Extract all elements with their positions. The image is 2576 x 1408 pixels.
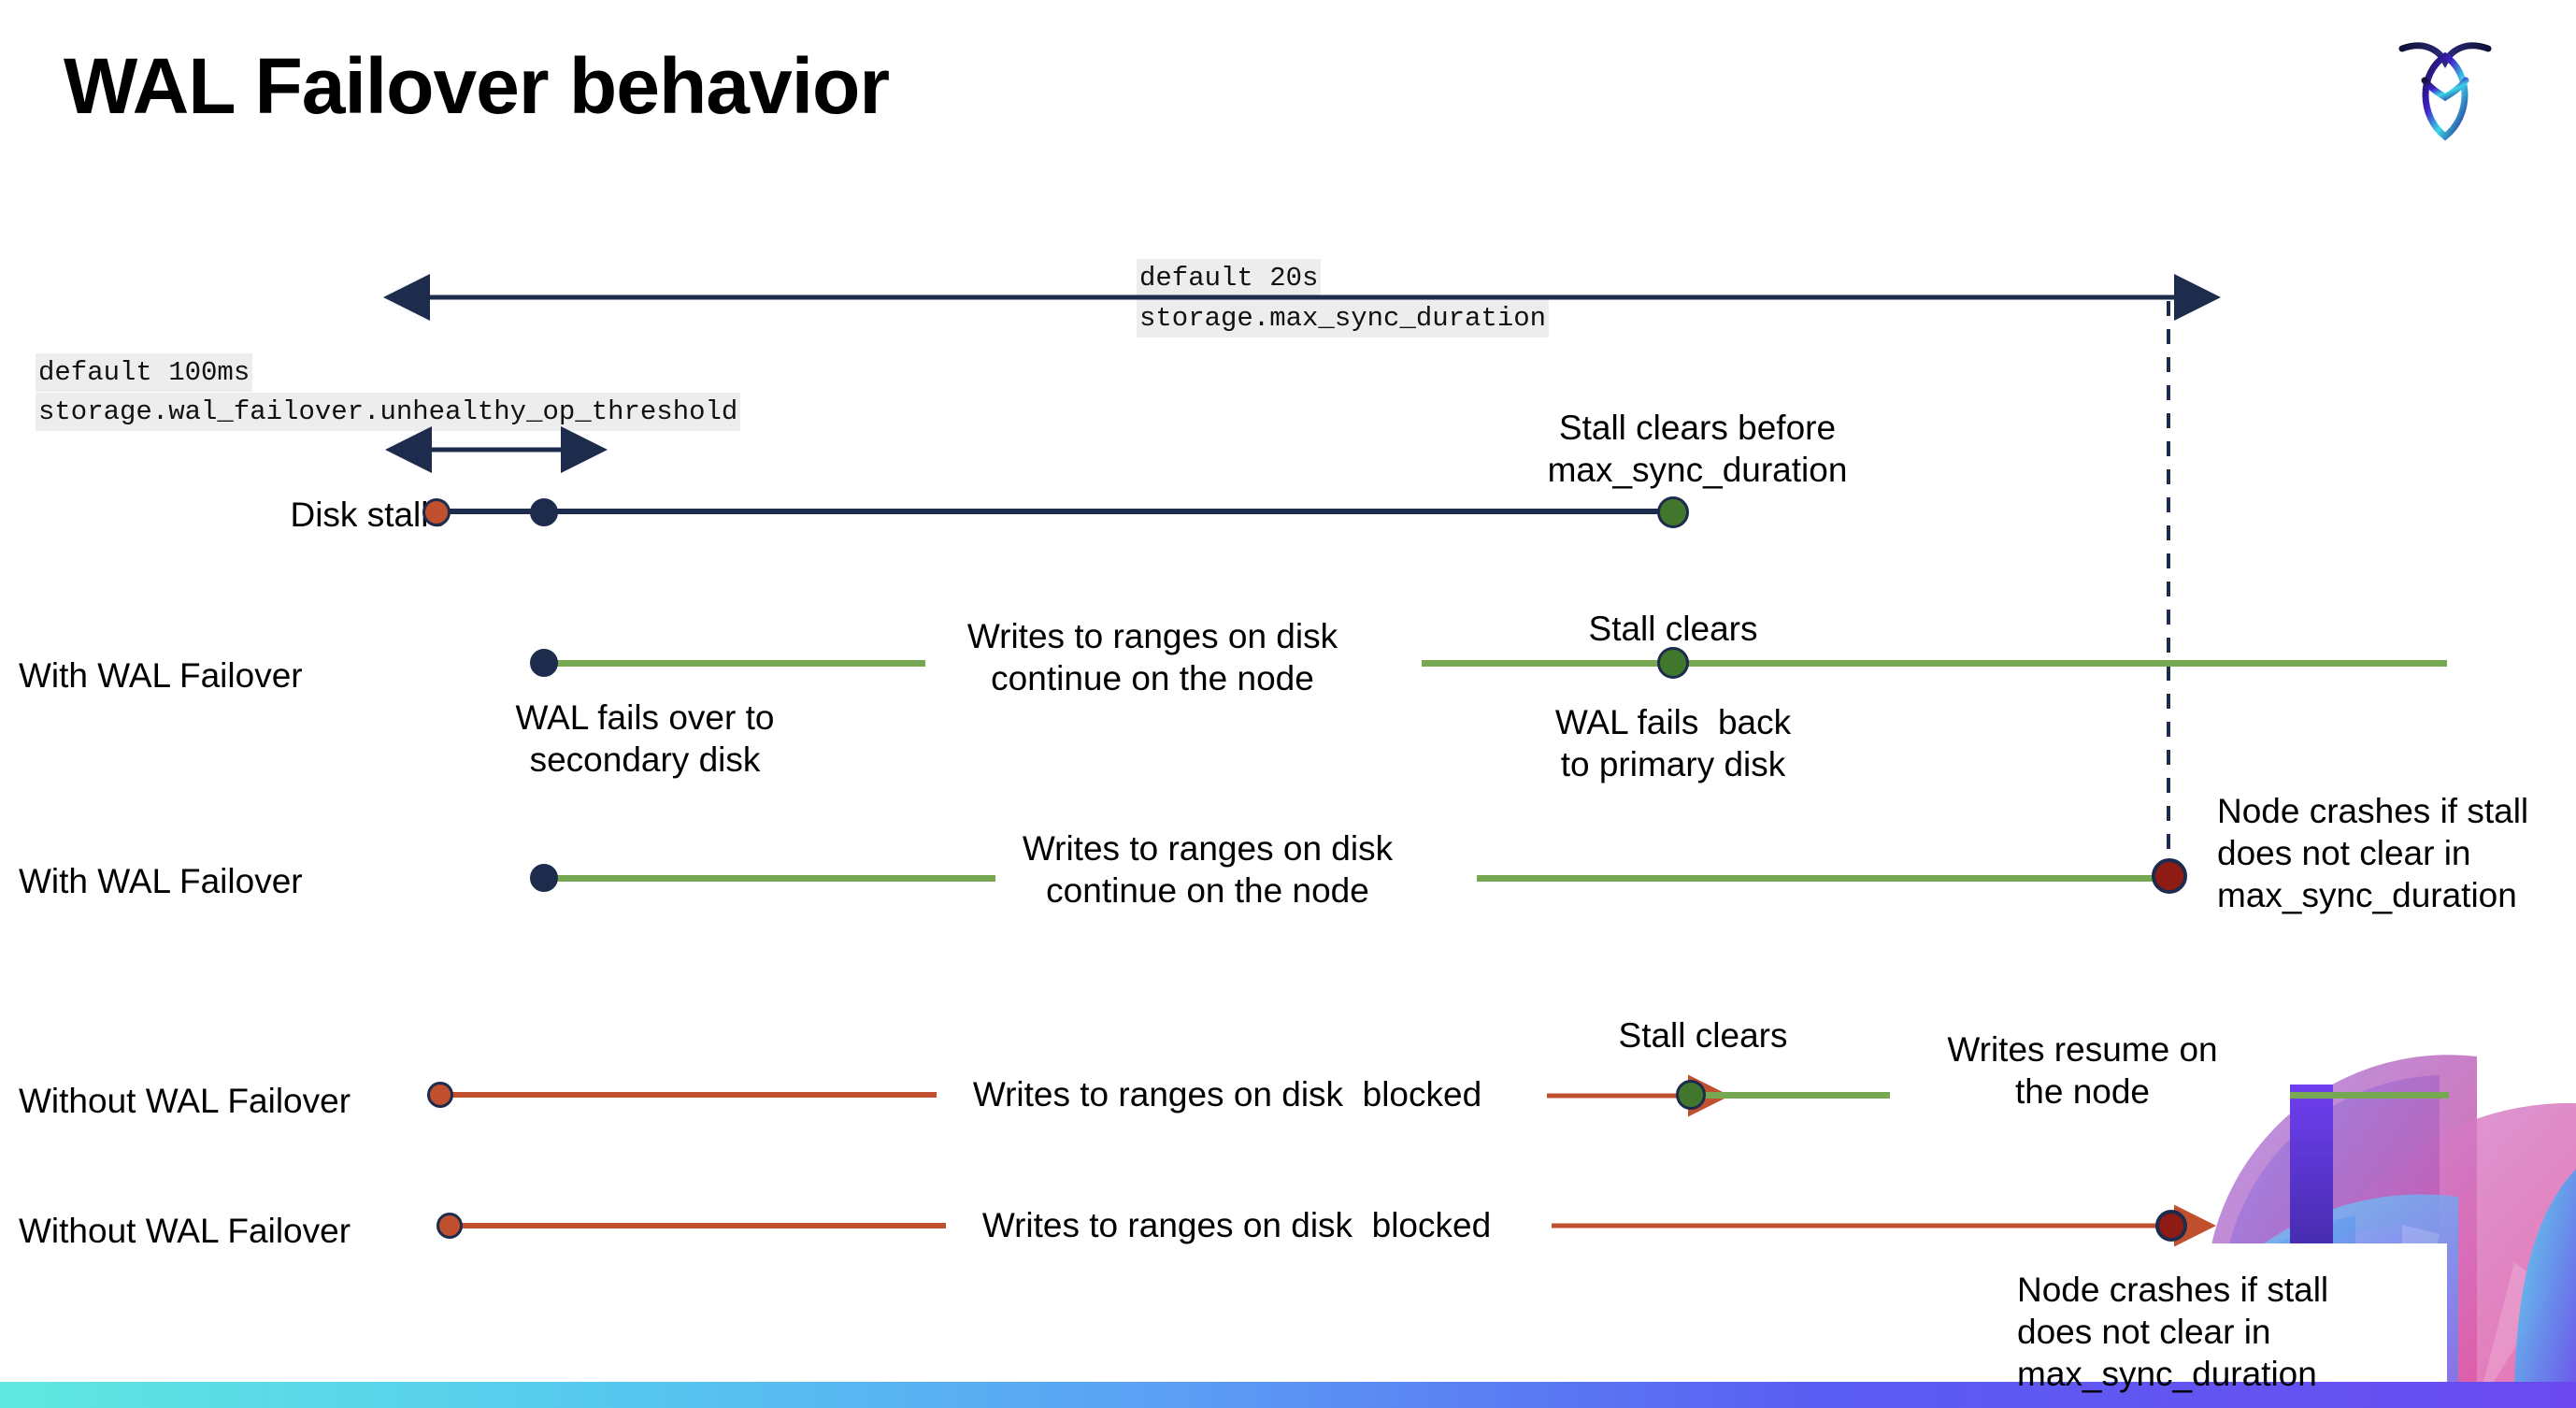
- row4-stall-start-dot: [427, 1082, 453, 1108]
- row2-failover-dot: [530, 649, 558, 677]
- row4-timeline-green-right: [2290, 1092, 2449, 1099]
- row-label-without-wal-failover-2: Without WAL Failover: [19, 1212, 351, 1250]
- row5-timeline-orange: [460, 1223, 946, 1228]
- row-label-disk-stalls: Disk stalls: [290, 496, 446, 534]
- row-label-with-wal-failover-1: With WAL Failover: [19, 656, 303, 695]
- row4-note-writes-resume: Writes resume on the node: [1947, 1030, 2218, 1112]
- row1-timeline-navy: [437, 509, 1676, 514]
- row2-timeline-green-left: [542, 660, 925, 667]
- bottom-gradient-bar: [0, 1382, 2576, 1408]
- unhealthy-op-default-label: default 100ms: [36, 353, 253, 393]
- row1-note-stall-clears-before: Stall clears before max_sync_duration: [1547, 409, 1848, 490]
- row1-stall-start-dot: [422, 498, 451, 526]
- max-sync-setting-label: storage.max_sync_duration: [1137, 299, 1550, 338]
- row2-note-stall-clears: Stall clears: [1588, 610, 1758, 648]
- artwork-white-callout-panel: [2026, 1243, 2447, 1408]
- row2-note-wal-fails-back: WAL fails back to primary disk: [1554, 703, 1792, 784]
- row5-node-crash-dot: [2155, 1210, 2187, 1242]
- row4-timeline-orange: [451, 1092, 937, 1098]
- row3-node-crash-dot: [2152, 858, 2187, 894]
- row3-note-node-crashes: Node crashes if stall does not clear in …: [2217, 792, 2529, 915]
- row3-note-writes-continue: Writes to ranges on disk continue on the…: [1022, 829, 1394, 911]
- row5-note-writes-blocked: Writes to ranges on disk blocked: [981, 1206, 1492, 1244]
- row1-stall-clear-dot: [1657, 496, 1689, 528]
- row3-failover-dot: [530, 864, 558, 892]
- row-label-with-wal-failover-2: With WAL Failover: [19, 862, 303, 900]
- row3-timeline-green-left: [542, 875, 995, 882]
- unhealthy-op-setting-label: storage.wal_failover.unhealthy_op_thresh…: [36, 393, 741, 432]
- cockroachdb-logo-icon: [2389, 28, 2501, 150]
- row2-stall-clear-dot: [1657, 647, 1689, 679]
- row4-timeline-green-mid: [1703, 1092, 1890, 1099]
- row5-stall-start-dot: [436, 1213, 463, 1239]
- row2-note-wal-fails-over: WAL fails over to secondary disk: [515, 698, 775, 780]
- row-label-without-wal-failover-1: Without WAL Failover: [19, 1082, 351, 1120]
- page-title: WAL Failover behavior: [64, 42, 890, 130]
- row3-timeline-green-right: [1477, 875, 2168, 882]
- row4-note-writes-blocked: Writes to ranges on disk blocked: [972, 1075, 1482, 1113]
- row1-failover-dot: [530, 498, 558, 526]
- row2-timeline-green-right: [1422, 660, 2447, 667]
- row4-note-stall-clears: Stall clears: [1618, 1016, 1788, 1055]
- row5-note-node-crashes: Node crashes if stall does not clear in …: [2017, 1271, 2329, 1394]
- max-sync-default-label: default 20s: [1137, 259, 1322, 298]
- row2-note-writes-continue: Writes to ranges on disk continue on the…: [966, 617, 1338, 698]
- row4-stall-clear-dot: [1676, 1080, 1706, 1110]
